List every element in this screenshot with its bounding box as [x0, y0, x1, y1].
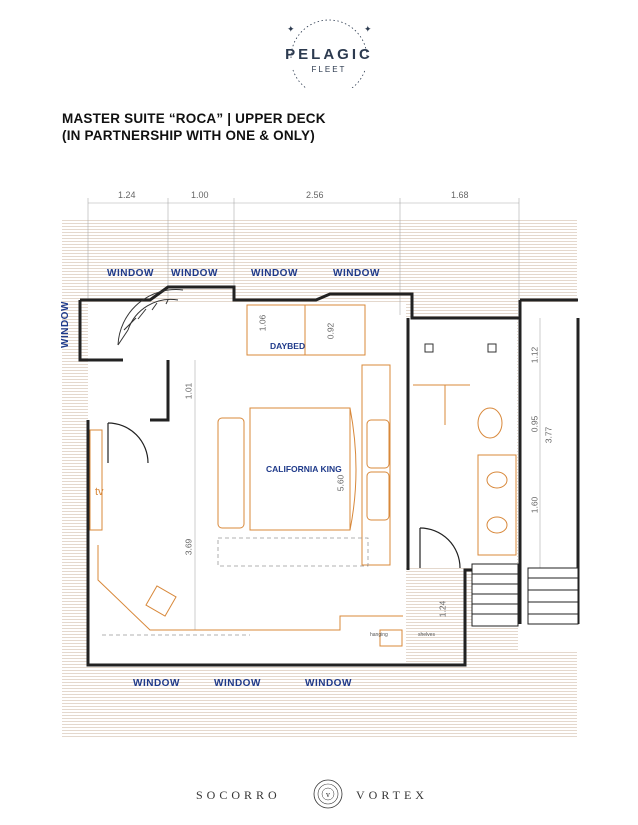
suite-floor: [88, 302, 406, 667]
door-arcs: [107, 422, 461, 569]
dim-bottom-step: 1.24: [437, 600, 448, 618]
dim-left-lower: 3.69: [183, 538, 194, 556]
window-top-3: WINDOW: [251, 268, 298, 279]
svg-text:✦: ✦: [287, 25, 295, 35]
bed-outline: [249, 407, 351, 531]
bathroom-fixtures: [413, 384, 517, 556]
dim-top-3: 2.56: [306, 190, 324, 200]
dim-top-2: 1.00: [191, 190, 209, 200]
tv-label: tv: [95, 486, 104, 498]
dim-bath-mid: 0.95: [529, 415, 540, 433]
dim-bath-top: 1.12: [529, 346, 540, 364]
bed-label: CALIFORNIA KING: [266, 464, 342, 474]
vortex-logo-icon: v: [313, 779, 343, 809]
footer-left-text: SOCORRO: [196, 788, 281, 802]
dim-top-4: 1.68: [451, 190, 469, 200]
logo-arc-icon: ✦ ✦: [287, 19, 372, 88]
svg-text:v: v: [325, 791, 330, 799]
logo-sub-text: FLEET: [311, 65, 347, 74]
dim-bath-total: 3.77: [543, 426, 554, 444]
dim-left-upper: 1.01: [183, 382, 194, 400]
tv-unit: [89, 429, 103, 531]
dim-daybed-height: 1.06: [257, 314, 268, 332]
shelves-label: shelves: [418, 632, 435, 638]
window-top-1: WINDOW: [107, 268, 154, 279]
exterior-stairs: [471, 563, 579, 627]
hanging-label: hanging: [370, 632, 388, 638]
logo-main-text: PELAGIC: [285, 46, 373, 63]
svg-text:✦: ✦: [364, 25, 372, 35]
window-top-4: WINDOW: [333, 268, 380, 279]
dim-bath-bottom: 1.60: [529, 496, 540, 514]
window-bottom-2: WINDOW: [214, 678, 261, 689]
spiral-staircase: [117, 289, 184, 346]
bedroom-furniture: [89, 304, 403, 647]
daybed-shape: [246, 304, 366, 356]
page-title: MASTER SUITE “ROCA” | UPPER DECK: [62, 111, 326, 126]
bench: [217, 417, 245, 529]
window-left: WINDOW: [60, 301, 71, 348]
bathroom-floor: [405, 318, 517, 568]
window-top-2: WINDOW: [171, 268, 218, 279]
window-bottom-1: WINDOW: [133, 678, 180, 689]
window-bottom-3: WINDOW: [305, 678, 352, 689]
footer-right-text: VORTEX: [356, 788, 428, 802]
dim-top-1: 1.24: [118, 190, 136, 200]
daybed-label: DAYBED: [270, 341, 306, 351]
pelagic-fleet-logo: ✦ ✦ PELAGIC FLEET: [279, 18, 379, 88]
dim-bed: 5.60: [335, 474, 346, 492]
page-subtitle: (IN PARTNERSHIP WITH ONE & ONLY): [62, 128, 315, 143]
dim-daybed-width: 0.92: [325, 322, 336, 340]
